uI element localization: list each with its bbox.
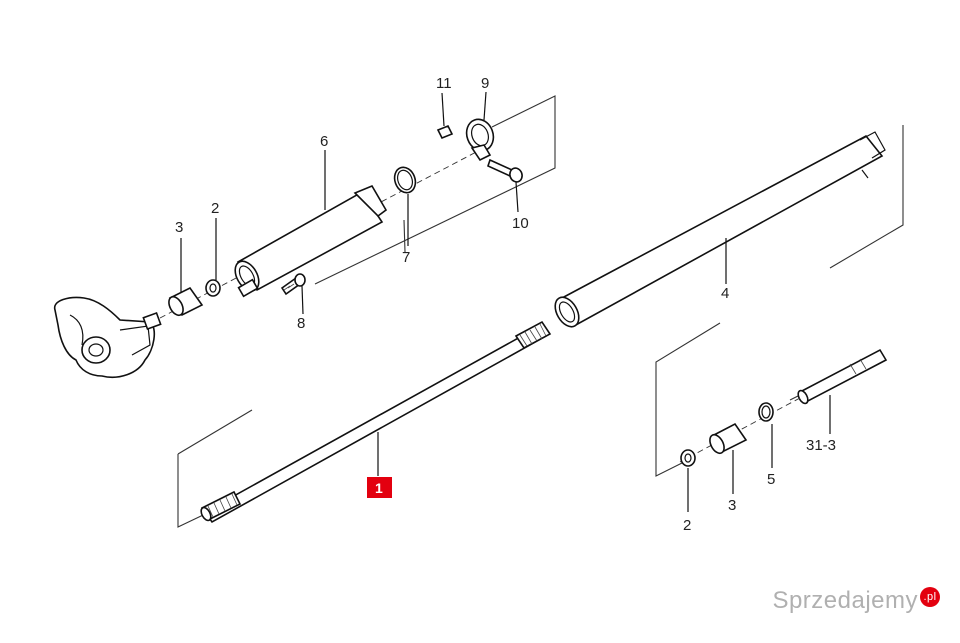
spline-end-left <box>200 490 242 522</box>
gear-housing <box>54 296 162 378</box>
callout-2-lower: 2 <box>683 517 691 534</box>
shaft-31-3 <box>797 348 888 405</box>
tube-6 <box>234 184 388 298</box>
oring-7 <box>393 166 417 194</box>
watermark-text: Sprzedajemy <box>772 587 918 614</box>
nut-11 <box>436 124 454 140</box>
callout-5: 5 <box>767 471 775 488</box>
bushing-3-lower <box>709 422 748 455</box>
ring-2-lower <box>680 449 696 467</box>
bushing-3-upper <box>168 286 204 317</box>
clamp-9 <box>465 118 495 162</box>
screw-8 <box>280 273 306 296</box>
callout-9: 9 <box>481 75 489 92</box>
spline-end-right <box>514 320 552 350</box>
callout-11: 11 <box>436 75 452 92</box>
upper-assembly-frame <box>314 95 556 285</box>
watermark-badge: .pl <box>920 587 940 607</box>
callout-3-lower: 3 <box>728 497 736 514</box>
callout-10: 10 <box>512 215 529 232</box>
watermark: Sprzedajemy.pl <box>772 587 940 615</box>
axis-line-lower <box>679 397 801 463</box>
callout-4: 4 <box>721 285 729 302</box>
leader-lines <box>180 91 831 512</box>
callout-1: 1 <box>375 480 383 496</box>
shaft-1 <box>200 320 552 524</box>
callouts: 11 9 6 10 7 3 2 8 4 2 3 5 31-3 <box>175 75 836 534</box>
highlight-badge <box>367 477 392 498</box>
callout-2-upper: 2 <box>211 200 219 217</box>
callout-3-upper: 3 <box>175 219 183 236</box>
bolt-10 <box>487 158 523 183</box>
callout-6: 6 <box>320 133 328 150</box>
oring-5 <box>758 402 774 422</box>
callout-31-3: 31-3 <box>806 437 836 454</box>
callout-7: 7 <box>402 249 410 266</box>
highlighted-callout-1: 1 <box>367 477 392 498</box>
callout-8: 8 <box>297 315 305 332</box>
ring-2-upper <box>205 279 221 297</box>
tube-4 <box>554 131 886 328</box>
